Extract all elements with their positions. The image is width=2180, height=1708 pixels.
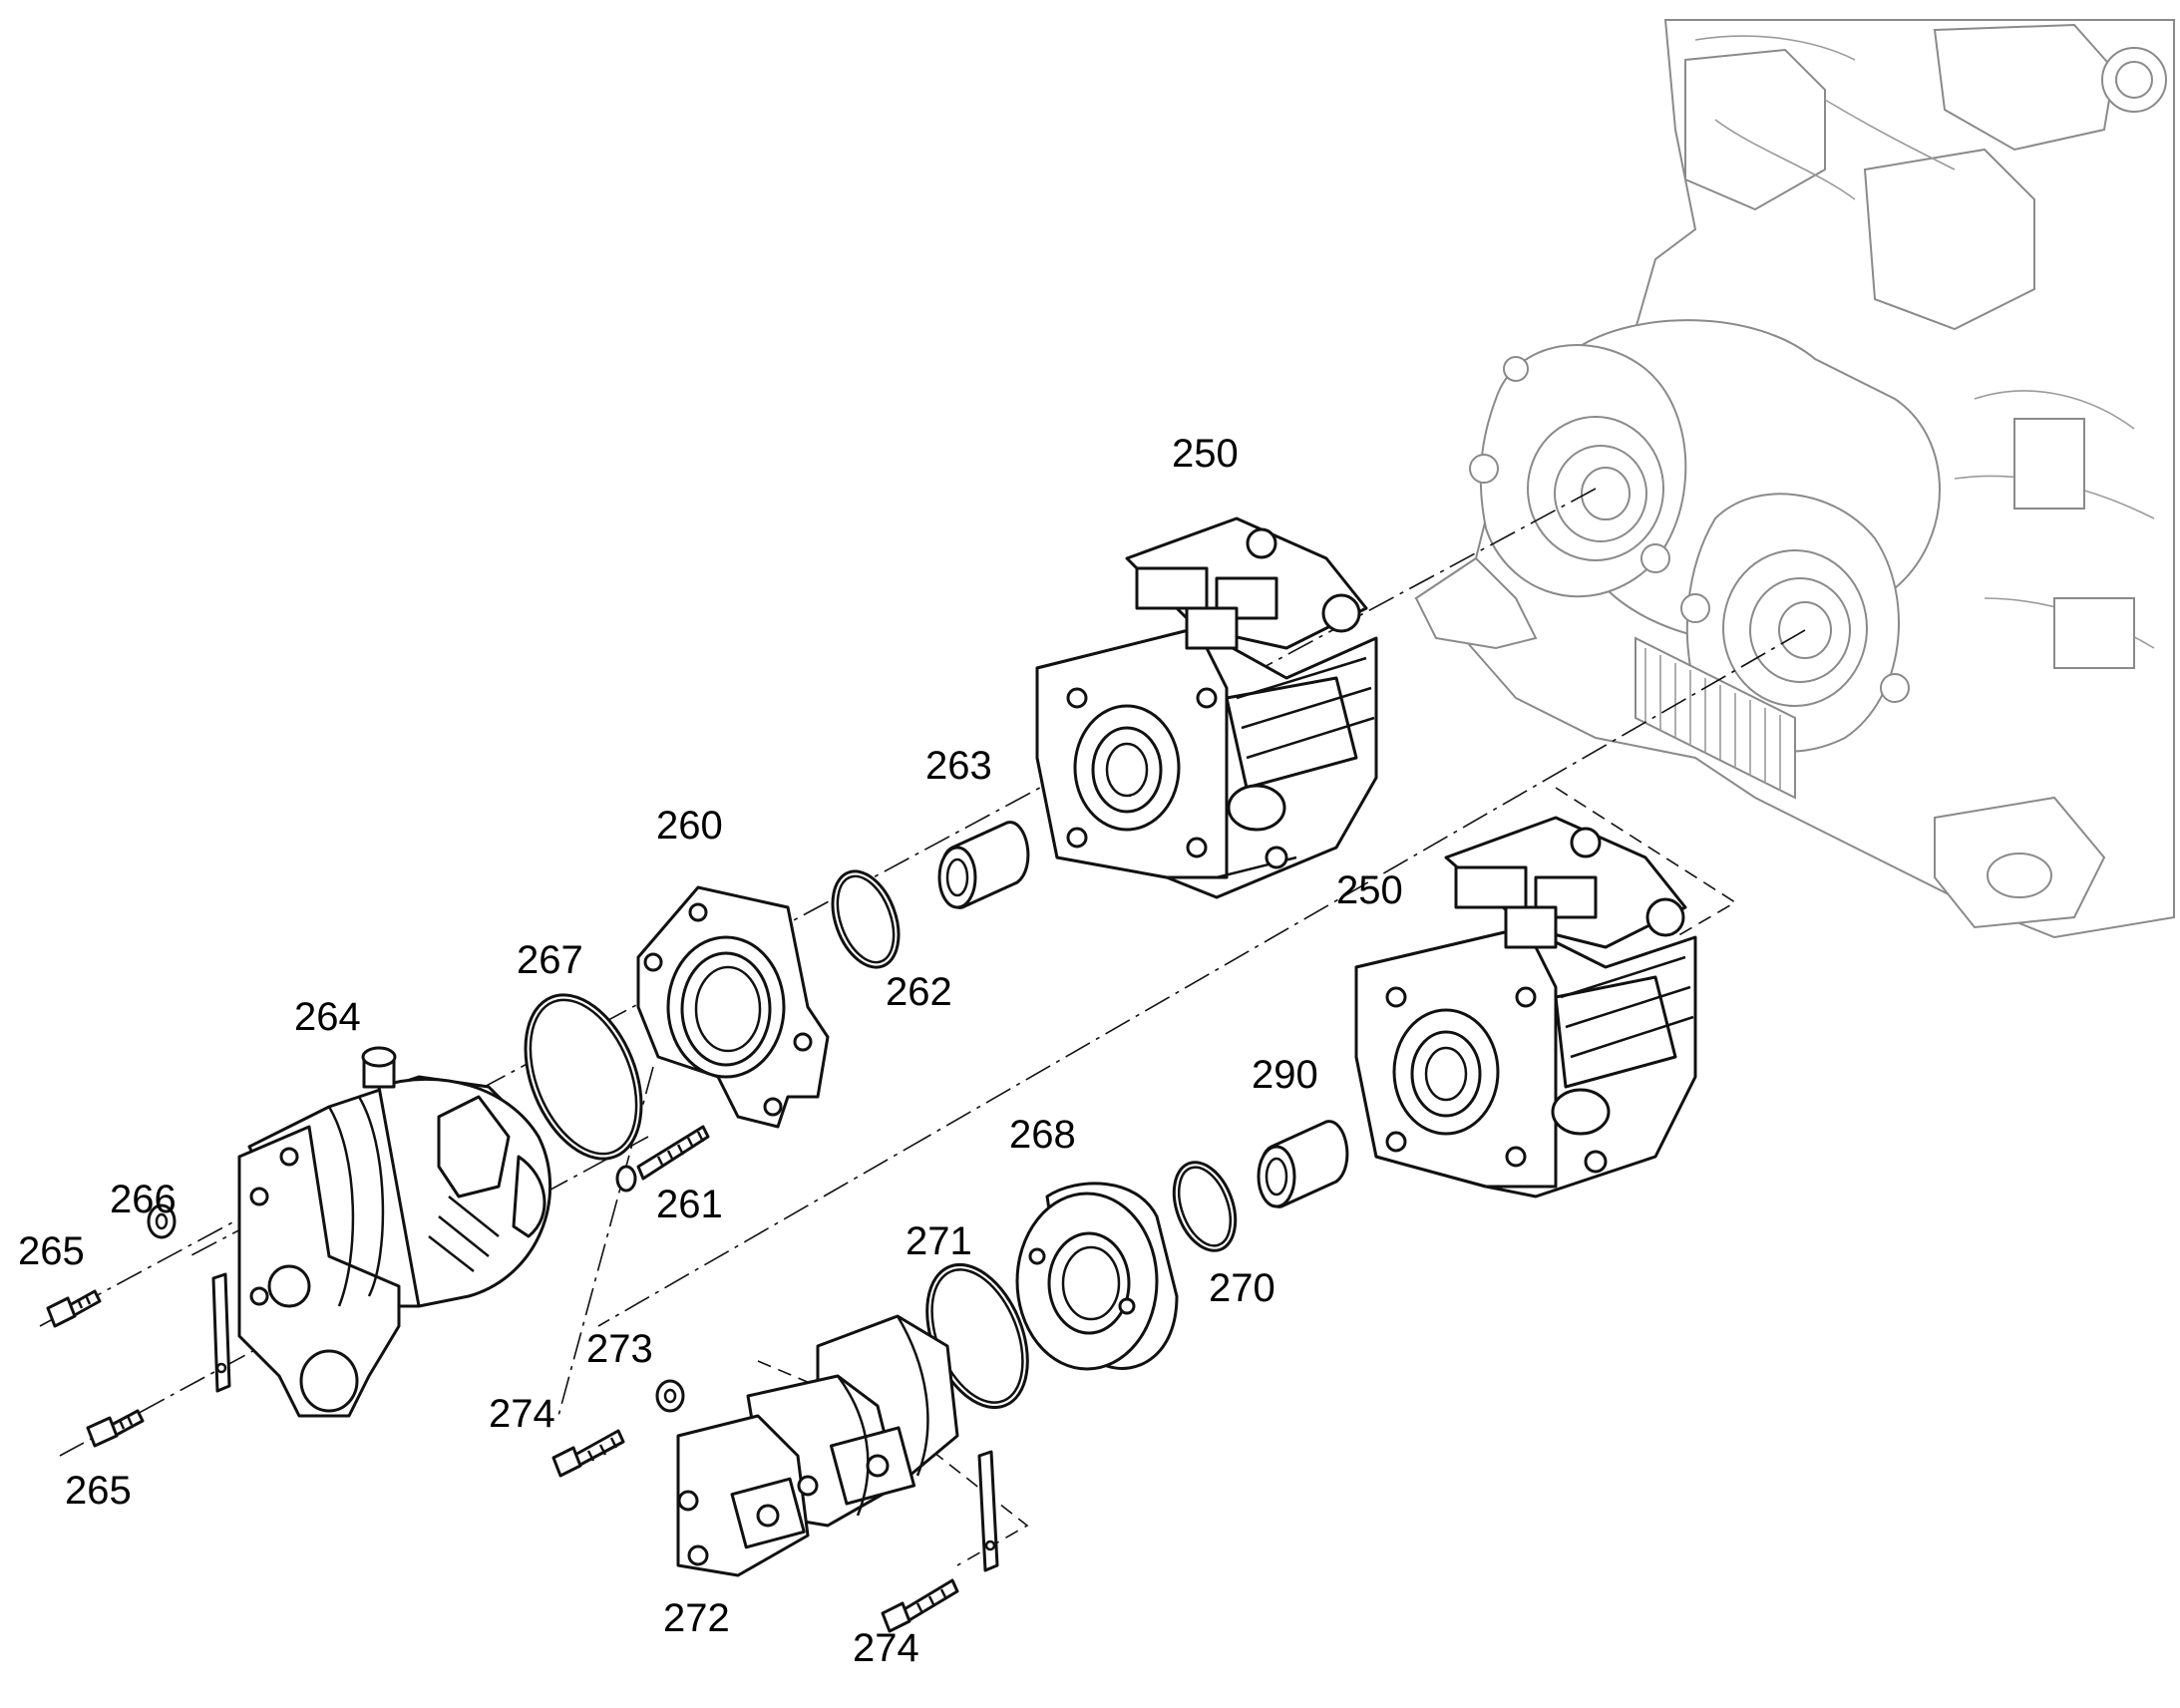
spacer-268: [1015, 1182, 1179, 1371]
bolt-261: [615, 1125, 710, 1193]
bolt-274-upper: [551, 1429, 625, 1478]
bracket-strip-right: [977, 1450, 999, 1572]
label-part-268: 268: [1009, 1113, 1076, 1157]
label-part-273: 273: [586, 1327, 653, 1371]
label-part-263: 263: [925, 744, 992, 788]
label-part-290: 290: [1252, 1053, 1318, 1097]
pump-250-lower: [1354, 816, 1697, 1198]
coupling-290: [1257, 1120, 1349, 1208]
label-part-267: 267: [517, 938, 583, 982]
label-part-250-lower: 250: [1336, 868, 1403, 912]
pump-250-upper: [1035, 516, 1378, 899]
label-part-274-lower: 274: [853, 1626, 919, 1670]
label-part-272: 272: [663, 1596, 730, 1640]
washer-273: [655, 1379, 685, 1413]
gear-pump-272: [676, 1314, 959, 1577]
bracket-strip-left: [211, 1272, 231, 1393]
label-part-271: 271: [906, 1219, 972, 1263]
label-part-264: 264: [294, 995, 361, 1039]
label-part-260: 260: [656, 804, 723, 848]
bolt-265-upper: [46, 1289, 102, 1328]
label-part-250-upper: 250: [1172, 432, 1239, 476]
adapter-plate-260: [636, 885, 830, 1129]
label-part-261: 261: [656, 1183, 723, 1226]
label-part-265-lower: 265: [65, 1469, 132, 1513]
coupling-263: [937, 821, 1030, 909]
label-part-274-upper: 274: [489, 1392, 555, 1436]
engine-block: [1414, 19, 2175, 939]
bolt-265-lower: [86, 1409, 145, 1448]
label-part-262: 262: [886, 970, 952, 1014]
bolt-274-lower: [881, 1578, 959, 1633]
label-part-270: 270: [1209, 1266, 1275, 1310]
pump-264: [237, 1046, 552, 1418]
washer-266: [147, 1203, 177, 1239]
label-part-265-upper: 265: [18, 1229, 85, 1273]
o-ring-267: [524, 993, 643, 1161]
label-part-266: 266: [110, 1178, 177, 1221]
